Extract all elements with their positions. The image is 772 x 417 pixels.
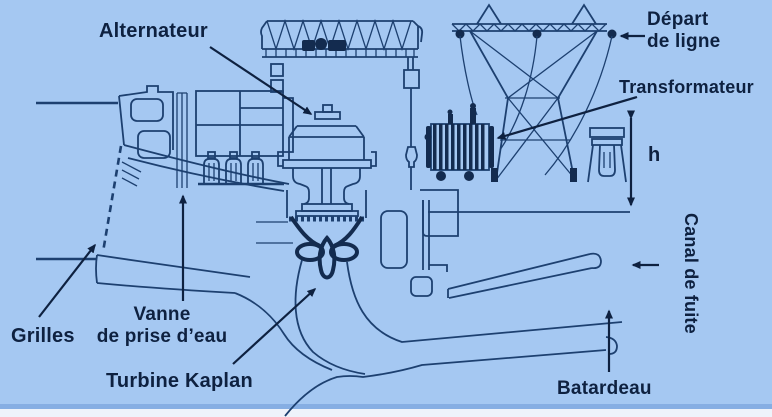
draft-tube-tailrace	[284, 252, 623, 417]
transformateur-arrow	[496, 95, 638, 140]
dam-intake	[36, 85, 333, 371]
label-transformateur: Transformateur	[619, 77, 754, 97]
support-trestle	[587, 127, 627, 183]
runner-blade-right	[329, 242, 359, 262]
crane-trolley	[302, 38, 346, 51]
alternator	[256, 104, 377, 244]
annotation-arrows	[38, 32, 659, 372]
downstream-structures	[380, 189, 630, 297]
alternateur-arrow	[209, 46, 313, 115]
transformer	[424, 103, 494, 181]
trash-rack-grille	[101, 145, 123, 253]
runner-blade-left	[295, 242, 325, 262]
label-depart-de-ligne: Départ de ligne	[647, 9, 721, 53]
insulator-right	[607, 29, 617, 39]
turbine-kaplan-arrow	[232, 287, 317, 365]
bottom-white-strip	[0, 409, 772, 417]
pylon	[451, 3, 617, 182]
gate-slot	[176, 92, 188, 188]
label-canal-de-fuite: Canal de fuite	[681, 213, 702, 334]
batardeau-seat-hook	[605, 336, 618, 355]
label-h: h	[648, 144, 661, 166]
label-batardeau: Batardeau	[557, 378, 652, 399]
powerhouse-building	[195, 90, 294, 186]
kaplan-runner	[289, 215, 364, 280]
insulator-middle	[532, 29, 542, 39]
insulator-left	[455, 29, 465, 39]
label-vanne-de-prise-deau: Vanne de prise d’eau	[96, 304, 228, 348]
runner-hub	[317, 234, 337, 280]
label-alternateur: Alternateur	[99, 20, 208, 42]
grilles-arrow	[38, 243, 96, 318]
label-turbine-kaplan: Turbine Kaplan	[106, 370, 253, 392]
gantry-crane	[260, 18, 424, 190]
bottom-edge-strip	[0, 404, 772, 409]
label-grilles: Grilles	[11, 325, 75, 347]
governor-units	[203, 151, 264, 184]
